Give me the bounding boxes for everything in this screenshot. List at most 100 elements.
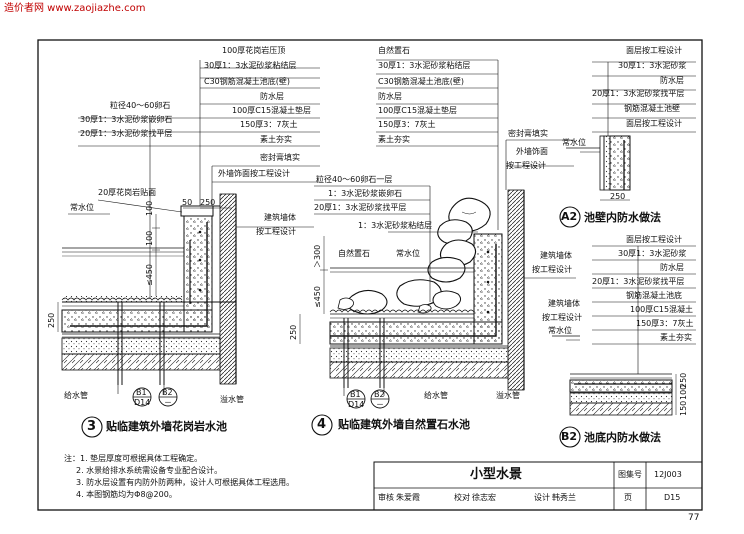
- layer-label: 粒径40～60卵石: [110, 101, 171, 110]
- section-ref-b1: B1: [136, 388, 147, 397]
- section-ref-b1: B1: [350, 390, 361, 399]
- layer-label: 防水层: [378, 92, 402, 101]
- layer-label: 30厚1：3水泥砂浆嵌卵石: [80, 115, 173, 124]
- dim-label: 150: [679, 400, 688, 416]
- bond-label: 1：3水泥砂浆粘结层: [358, 221, 433, 230]
- layer-label: C30钢筋混凝土池底(壁): [204, 77, 291, 86]
- layer-label: 防水层: [660, 263, 684, 272]
- dim-label: ≤450: [313, 286, 322, 308]
- granite-label: 20厚花岗岩贴面: [98, 188, 157, 197]
- detail-b2-drawing: [552, 245, 696, 448]
- layer-label: 100厚花岗岩压顶: [222, 46, 286, 55]
- water-level-label: 常水位: [548, 326, 572, 335]
- note-line: 3. 防水层设置有内防外防两种，设计人可根据具体工程选用。: [76, 478, 295, 487]
- wall-label: 按工程设计: [542, 313, 582, 322]
- section-ref-b2: B2: [374, 390, 385, 399]
- site-header: 造价者网 www.zaojiazhe.com: [4, 3, 146, 14]
- detail-label: B2: [561, 430, 578, 443]
- layer-label: 面层按工程设计: [626, 119, 682, 128]
- page-code: D15: [664, 493, 681, 502]
- layer-label: 20厚1：3水泥砂浆找平层: [592, 277, 685, 286]
- wall-finish-label: 按工程设计: [506, 161, 546, 170]
- atlas-number: 12J003: [654, 470, 682, 479]
- layer-label: 素土夯实: [260, 135, 292, 144]
- layer-label: 面层按工程设计: [626, 46, 682, 55]
- layer-label: 素土夯实: [660, 333, 692, 342]
- detail-title: 池壁内防水做法: [584, 211, 661, 224]
- wall-finish-label: 外墙饰面按工程设计: [218, 169, 290, 178]
- dim-label: 100: [145, 200, 154, 216]
- section-ref-d14: D14: [348, 400, 365, 409]
- layer-label: 20厚1：3水泥砂浆找平层: [592, 89, 685, 98]
- wall-label: 按工程设计: [532, 265, 572, 274]
- layer-label: 素土夯实: [378, 135, 410, 144]
- wall-label: 建筑墙体: [548, 299, 580, 308]
- dim-label: ≤450: [145, 264, 154, 286]
- wall-label: 建筑墙体: [540, 251, 572, 260]
- supply-pipe-label: 给水管: [424, 391, 448, 400]
- atlas-label: 图集号: [618, 470, 642, 479]
- layer-label: 100厚C15混凝土垫层: [232, 106, 312, 115]
- layer-label: 100厚C15混凝土垫层: [378, 106, 458, 115]
- detail-title: 池底内防水做法: [584, 431, 661, 444]
- layer-label: 面层按工程设计: [626, 235, 682, 244]
- sheet-title: 小型水景: [470, 467, 523, 482]
- layer-label: 1：3水泥砂浆嵌卵石: [328, 189, 403, 198]
- review-label: 审核: [378, 493, 394, 502]
- note-line: 2. 水景给排水系统需设备专业配合设计。: [76, 466, 223, 475]
- detail-3-drawing: [57, 60, 320, 438]
- section-ref-d14: D14: [134, 398, 151, 407]
- page-number: 77: [688, 513, 700, 523]
- dim-label: 250: [200, 198, 216, 207]
- note-line: 4. 本图钢筋均为Φ8@200。: [76, 490, 177, 499]
- checker-name: 徐志宏: [472, 493, 496, 502]
- layer-label: 150厚3：7灰土: [636, 319, 694, 328]
- layer-label: 钢筋混凝土池底: [626, 291, 682, 300]
- section-ref-dash: －: [164, 398, 172, 407]
- wall-finish-label: 外墙饰面: [516, 147, 548, 156]
- layer-label: 150厚3：7灰土: [378, 120, 436, 129]
- dim-label: 250: [47, 312, 56, 328]
- detail-a2-drawing: [559, 61, 696, 228]
- seal-label: 密封膏填实: [508, 129, 548, 138]
- detail-title: 贴临建筑外墙自然置石水池: [338, 418, 470, 431]
- water-level-label: 常水位: [562, 138, 586, 147]
- wall-label: 建筑墙体: [264, 213, 296, 222]
- detail-label: A2: [561, 210, 578, 223]
- section-ref-dash: －: [376, 400, 384, 409]
- title-block-lines: [373, 461, 703, 511]
- detail-number: 3: [87, 419, 97, 434]
- detail-title: 贴临建筑外墙花岗岩水池: [106, 420, 227, 433]
- dim-label: 250: [610, 192, 626, 201]
- designer-name: 韩秀兰: [552, 493, 576, 502]
- layer-label: 30厚1：3水泥砂浆: [618, 249, 687, 258]
- section-ref-b2: B2: [162, 388, 173, 397]
- layer-label: 防水层: [260, 92, 284, 101]
- layer-label: 20厚1：3水泥砂浆找平层: [80, 129, 173, 138]
- detail-4-drawing: [299, 59, 576, 436]
- stone-label: 自然置石: [338, 249, 370, 258]
- water-level-label: 常水位: [70, 203, 94, 212]
- detail-number: 4: [317, 417, 327, 432]
- layer-label: 150厚3：7灰土: [240, 120, 298, 129]
- seal-label: 密封膏填实: [260, 153, 300, 162]
- layer-label: 100厚C15混凝土: [630, 305, 694, 314]
- dim-label: 100: [145, 230, 154, 246]
- overflow-pipe-label: 溢水管: [220, 395, 244, 404]
- layer-label: 30厚1：3水泥砂浆: [618, 61, 687, 70]
- layer-label: 防水层: [660, 76, 684, 85]
- layer-label: 30厚1：3水泥砂浆粘结层: [204, 61, 297, 70]
- layer-label: 钢筋混凝土池壁: [624, 104, 680, 113]
- layer-label: 20厚1：3水泥砂浆找平层: [314, 203, 407, 212]
- overflow-pipe-label: 溢水管: [496, 391, 520, 400]
- dim-label: 250: [679, 372, 688, 388]
- dim-label: 50: [182, 198, 193, 207]
- water-level-label: 常水位: [396, 249, 420, 258]
- check-label: 校对: [454, 493, 470, 502]
- layer-label: 粒径40～60卵石一层: [316, 175, 393, 184]
- supply-pipe-label: 给水管: [64, 391, 88, 400]
- note-line: 注：1. 垫层厚度可根据具体工程确定。: [64, 454, 203, 463]
- dim-label: ＞300: [313, 244, 322, 268]
- wall-label: 按工程设计: [256, 227, 296, 236]
